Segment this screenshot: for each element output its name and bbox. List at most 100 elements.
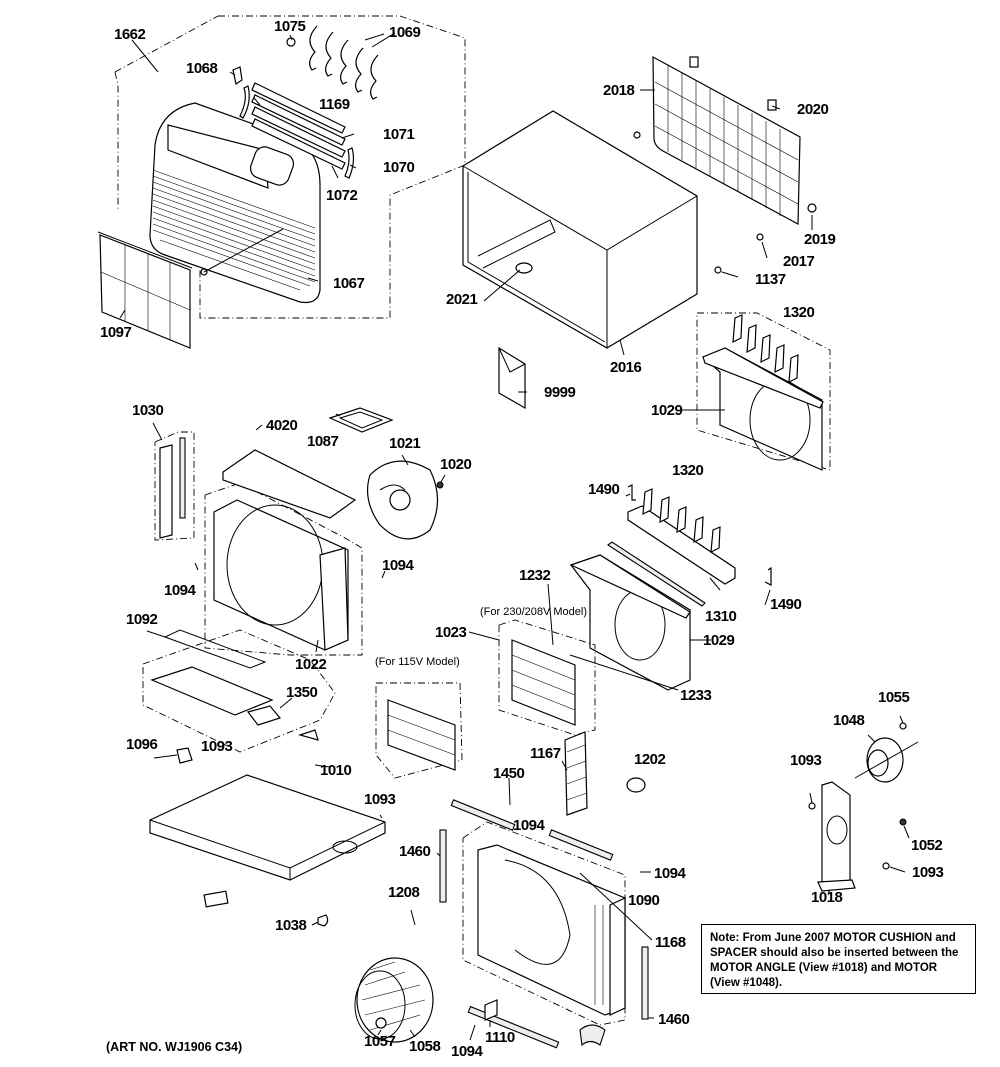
louver-vanes-1069[interactable]	[309, 25, 379, 100]
part-label-1018[interactable]: 1018	[811, 889, 843, 906]
part-label-1490-left[interactable]: 1490	[588, 481, 620, 498]
part-label-1460-left[interactable]: 1460	[399, 843, 431, 860]
part-label-1048[interactable]: 1048	[833, 712, 865, 729]
part-label-1490-right[interactable]: 1490	[770, 596, 802, 613]
part-label-1093-c[interactable]: 1093	[790, 752, 822, 769]
part-label-1094-left[interactable]: 1094	[164, 582, 196, 599]
condenser-fan-1021[interactable]	[367, 460, 439, 540]
part-label-1092[interactable]: 1092	[126, 611, 158, 628]
part-label-1030[interactable]: 1030	[132, 402, 164, 419]
part-label-1202[interactable]: 1202	[634, 751, 666, 768]
part-label-9999[interactable]: 9999	[544, 384, 576, 401]
part-label-1075[interactable]: 1075	[274, 18, 306, 35]
partition-1029-lower[interactable]	[569, 554, 691, 691]
screw-2019-part	[807, 203, 817, 213]
part-label-1071[interactable]: 1071	[383, 126, 415, 143]
part-label-1320-lower[interactable]: 1320	[672, 462, 704, 479]
side-panel-1030-outline	[154, 431, 195, 541]
louvers-1071[interactable]	[251, 82, 346, 170]
cabinet-2016[interactable]	[462, 110, 698, 349]
part-label-1094-right2[interactable]: 1094	[654, 865, 686, 882]
part-label-1057[interactable]: 1057	[364, 1033, 396, 1050]
front-grille-1067[interactable]	[149, 102, 321, 304]
part-label-1067[interactable]: 1067	[333, 275, 365, 292]
part-label-1010[interactable]: 1010	[320, 762, 352, 779]
part-label-1029-upper[interactable]: 1029	[651, 402, 683, 419]
part-label-1233[interactable]: 1233	[680, 687, 712, 704]
part-label-1167[interactable]: 1167	[530, 745, 561, 762]
owners-manual-9999[interactable]	[498, 346, 526, 410]
part-label-1093-a[interactable]: 1093	[201, 738, 233, 755]
part-label-1058[interactable]: 1058	[409, 1038, 441, 1055]
baffles-1320-lower	[642, 488, 721, 554]
part-label-1110[interactable]: 1110	[485, 1029, 515, 1046]
capacitor-1202[interactable]	[626, 777, 646, 793]
top-cover-4020[interactable]	[222, 449, 357, 519]
part-label-1137[interactable]: 1137	[755, 271, 786, 288]
clip-2020-part	[767, 99, 777, 111]
part-label-2017[interactable]: 2017	[783, 253, 815, 270]
heater-115v-outline	[375, 682, 463, 779]
rear-grille-2018[interactable]	[652, 55, 801, 225]
part-label-1094-mid[interactable]: 1094	[513, 817, 545, 834]
part-label-1021[interactable]: 1021	[389, 435, 421, 452]
top-partition-1310[interactable]	[607, 505, 736, 607]
heater-115v[interactable]	[387, 699, 456, 771]
part-label-1320-upper[interactable]: 1320	[783, 304, 815, 321]
part-label-1068[interactable]: 1068	[186, 60, 218, 77]
heater-1023-outline	[498, 619, 596, 736]
blower-housing-1090[interactable]	[477, 844, 626, 1016]
louver-link-1070-part	[344, 147, 355, 179]
bracket-1087[interactable]	[328, 407, 394, 433]
part-label-1090[interactable]: 1090	[628, 892, 660, 909]
part-label-1072[interactable]: 1072	[326, 187, 358, 204]
part-label-1093-b[interactable]: 1093	[364, 791, 396, 808]
part-label-1168[interactable]: 1168	[655, 934, 686, 951]
drain-pan-1350[interactable]	[150, 666, 319, 741]
plate-1092[interactable]	[163, 629, 267, 669]
side-panel-1030[interactable]	[159, 437, 186, 539]
part-label-1450[interactable]: 1450	[493, 765, 525, 782]
part-label-1310[interactable]: 1310	[705, 608, 737, 625]
part-label-2021[interactable]: 2021	[446, 291, 478, 308]
blower-wheel-1058[interactable]	[354, 957, 434, 1043]
fan-motor-1048[interactable]	[854, 737, 919, 783]
part-label-1038[interactable]: 1038	[275, 917, 307, 934]
motor-angle-1018[interactable]	[817, 781, 856, 892]
part-label-1020[interactable]: 1020	[440, 456, 472, 473]
part-label-1350[interactable]: 1350	[286, 684, 318, 701]
part-label-2018[interactable]: 2018	[603, 82, 635, 99]
air-filter-1097[interactable]	[97, 231, 193, 349]
part-label-1029-lower[interactable]: 1029	[703, 632, 735, 649]
part-label-1460-right[interactable]: 1460	[658, 1011, 690, 1028]
part-label-1093-d[interactable]: 1093	[912, 864, 944, 881]
part-label-2019[interactable]: 2019	[804, 231, 836, 248]
part-label-1232[interactable]: 1232	[519, 567, 551, 584]
partition-1029-upper[interactable]	[701, 347, 824, 471]
part-label-1096[interactable]: 1096	[126, 736, 158, 753]
part-label-1662[interactable]: 1662	[114, 26, 146, 43]
thermostat-1096[interactable]	[176, 747, 193, 764]
part-label-1069[interactable]: 1069	[389, 24, 421, 41]
part-label-1094-bottom[interactable]: 1094	[451, 1043, 483, 1060]
heater-1023[interactable]	[511, 639, 576, 726]
part-label-1055[interactable]: 1055	[878, 689, 910, 706]
part-label-2016[interactable]: 2016	[610, 359, 642, 376]
part-label-1208[interactable]: 1208	[388, 884, 420, 901]
part-label-4020[interactable]: 4020	[266, 417, 298, 434]
part-label-1052[interactable]: 1052	[911, 837, 943, 854]
base-pan-1038[interactable]	[149, 774, 386, 881]
part-label-1070[interactable]: 1070	[383, 159, 415, 176]
part-label-1169[interactable]: 1169	[319, 96, 350, 113]
shroud-1022[interactable]	[213, 499, 349, 651]
part-label-1023[interactable]: 1023	[435, 624, 467, 641]
part-label-2020[interactable]: 2020	[797, 101, 829, 118]
part-label-1097[interactable]: 1097	[100, 324, 132, 341]
evaporator-1167[interactable]	[564, 731, 588, 816]
screw-1093d-part	[882, 862, 890, 870]
part-label-1087[interactable]: 1087	[307, 433, 339, 450]
angle-1490a-part	[627, 484, 636, 501]
part-label-1094-right[interactable]: 1094	[382, 557, 414, 574]
part-label-1022[interactable]: 1022	[295, 656, 327, 673]
